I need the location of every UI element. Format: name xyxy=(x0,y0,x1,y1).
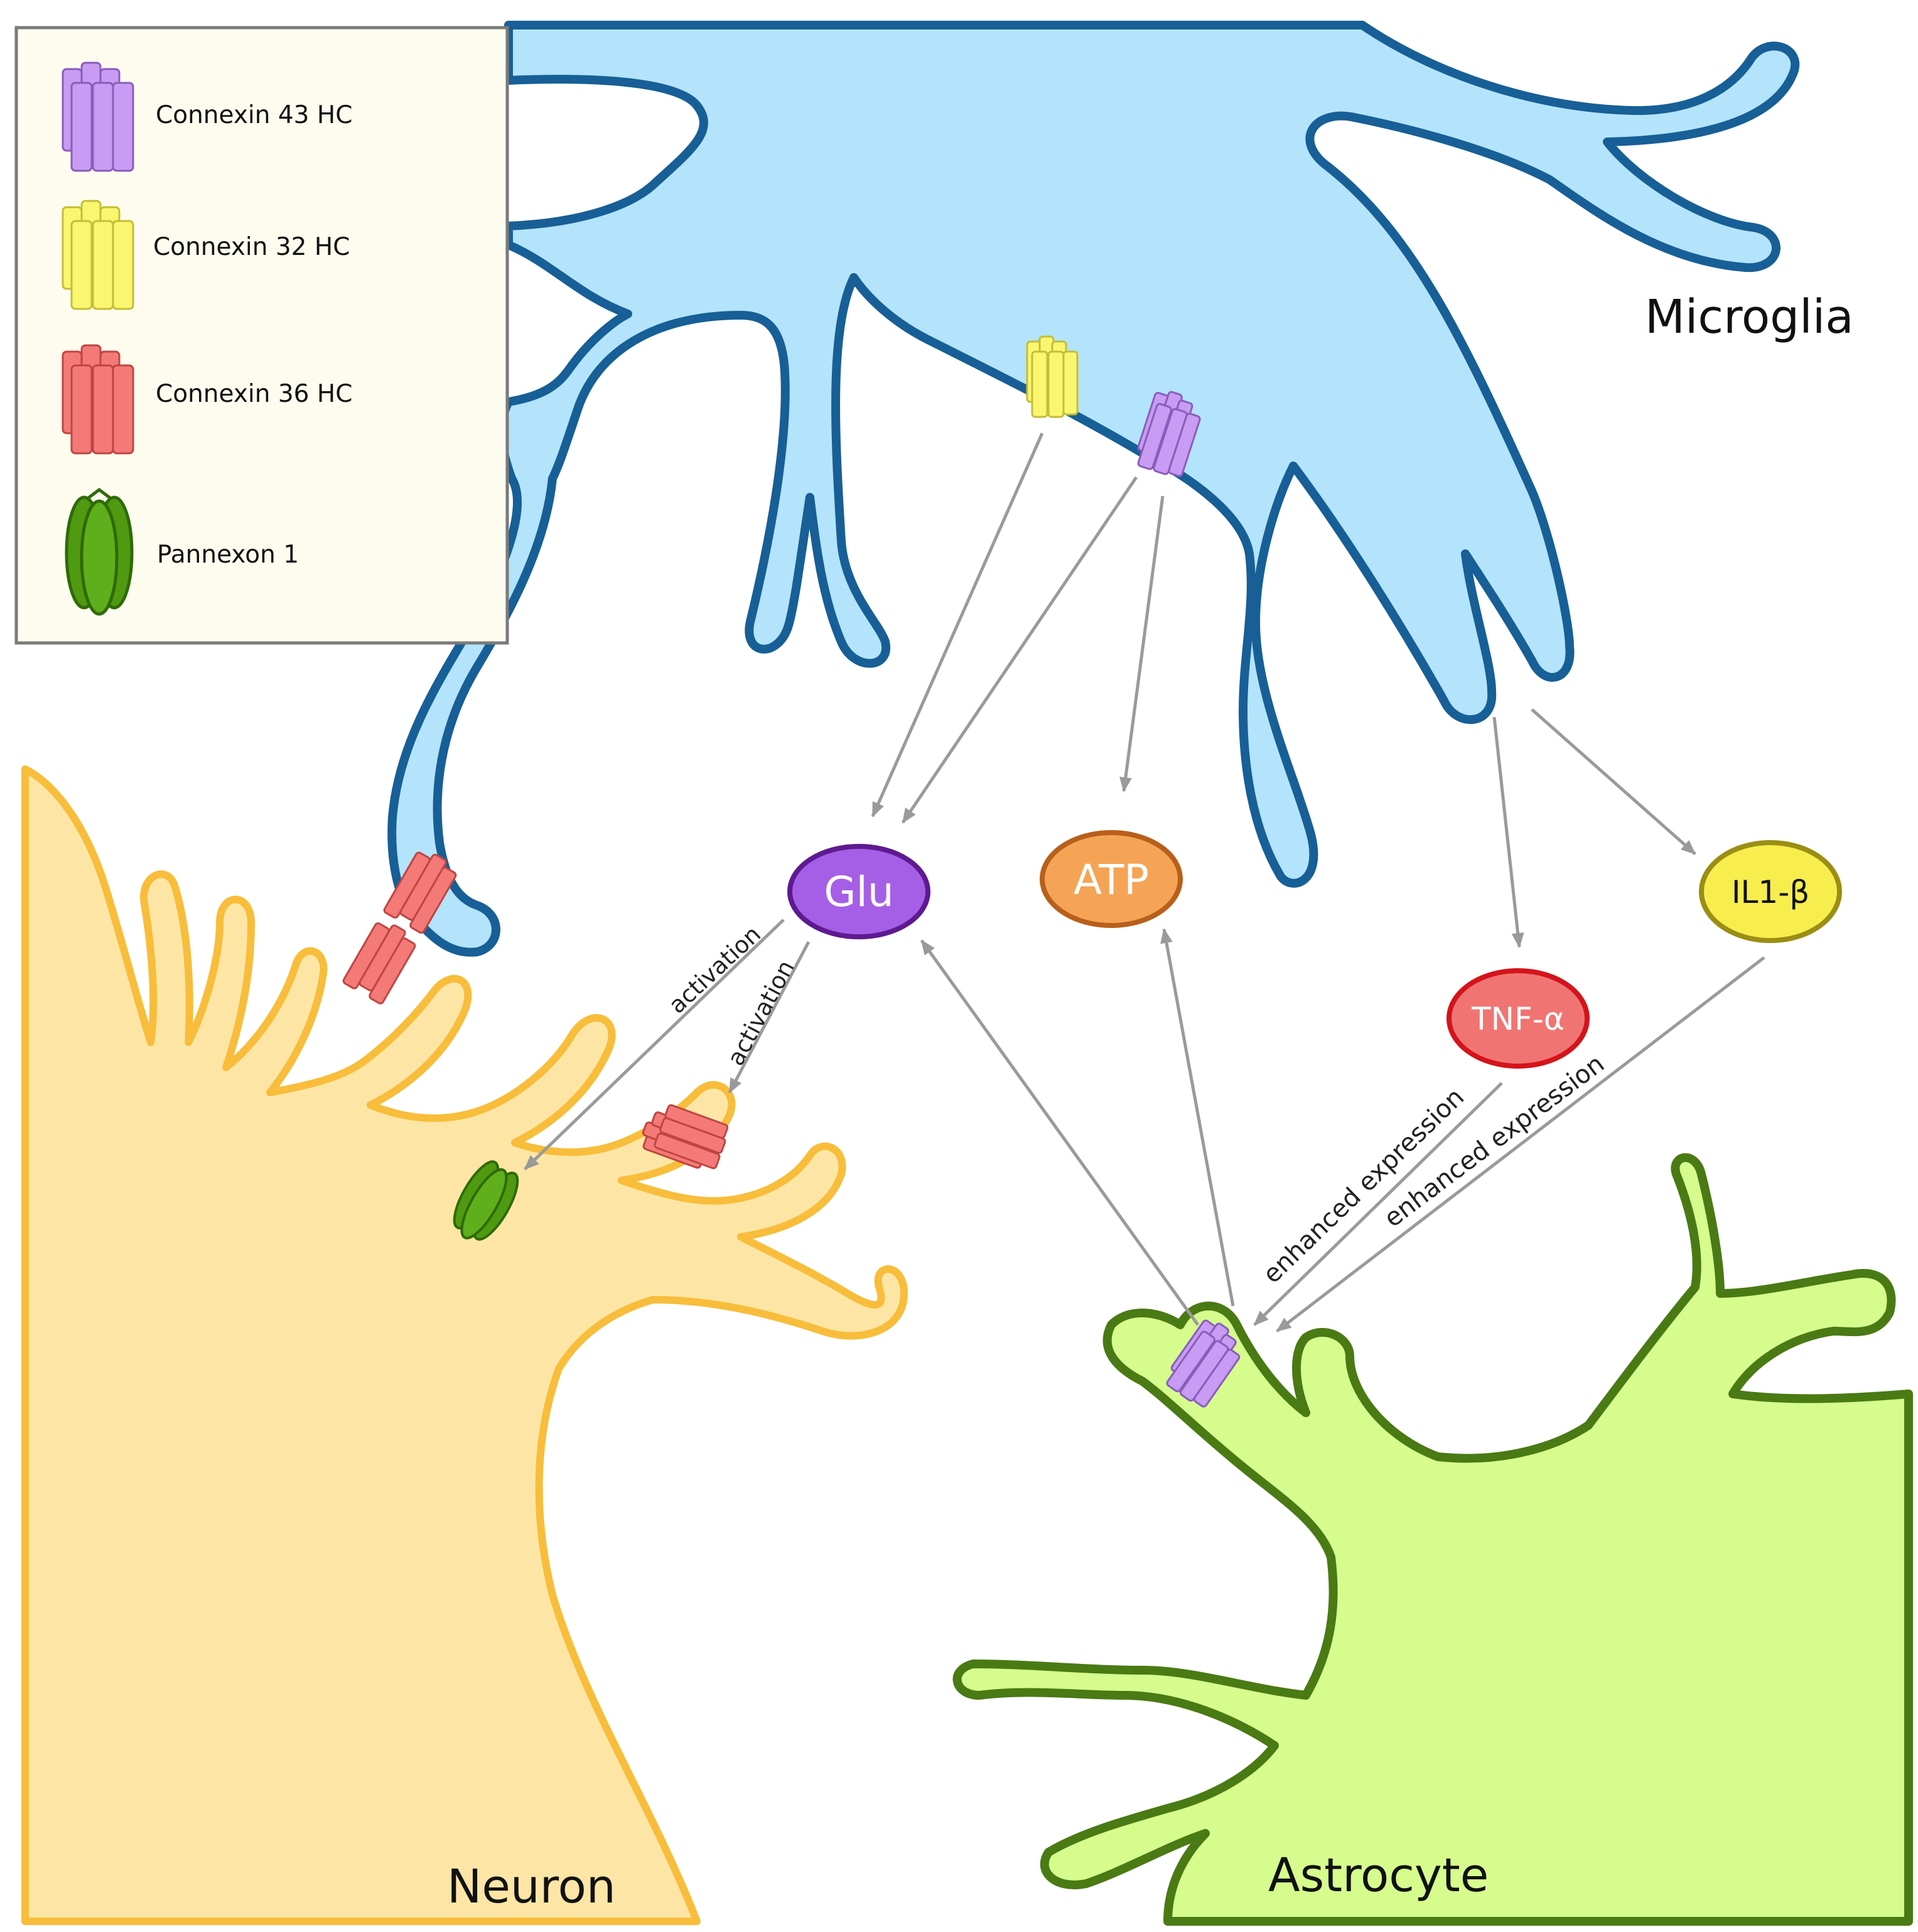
neuron-membrane xyxy=(21,765,908,1925)
legend-label-cx43: Connexin 43 HC xyxy=(156,101,352,129)
node-atp-label: ATP xyxy=(1074,856,1149,904)
arrow-glu-to-pannexon xyxy=(524,919,785,1170)
legend-label-panx1: Pannexon 1 xyxy=(157,541,299,569)
microglia: Microglia xyxy=(387,21,1854,957)
pannexon-1-icon xyxy=(65,487,134,616)
arrow-microglia-to-il1b xyxy=(1531,708,1696,855)
neuron-cx36-channel-icon xyxy=(642,1104,729,1170)
arrow-cx43-to-atp xyxy=(1119,495,1165,792)
neuron: Neuron xyxy=(21,765,908,1925)
node-atp: ATP xyxy=(1040,830,1183,928)
node-tnf: TNF-α xyxy=(1447,968,1590,1069)
node-glu-ellipse xyxy=(787,844,930,939)
node-il1b: IL1-β xyxy=(1699,840,1842,943)
node-il1b-label: IL1-β xyxy=(1732,874,1809,910)
legend: Connexin 43 HC Connexin 32 HC Connexin 3… xyxy=(14,26,509,645)
node-glu: Glu xyxy=(787,844,930,939)
arrows xyxy=(524,432,1765,1332)
arrow-il1b-to-astrocyte xyxy=(1276,956,1765,1332)
neuron-label: Neuron xyxy=(447,1860,616,1914)
arrow-cx43-to-glu xyxy=(901,476,1138,824)
microglia-cx43-channel-icon xyxy=(1137,391,1201,477)
arrow-glu-to-cx36 xyxy=(728,941,811,1094)
node-tnf-label: TNF-α xyxy=(1471,1001,1565,1037)
astrocyte-label: Astrocyte xyxy=(1268,1848,1489,1902)
node-tnf-ellipse xyxy=(1447,968,1590,1069)
arrow-astrocyte-to-atp xyxy=(1160,928,1235,1307)
astrocyte-cx43-channel-icon xyxy=(1166,1319,1241,1408)
node-atp-ellipse xyxy=(1040,830,1183,928)
microglia-neuron-cx36-channel-icon xyxy=(342,851,457,1005)
node-glu-label: Glu xyxy=(824,868,893,916)
arrow-astrocyte-to-glu xyxy=(920,939,1200,1326)
arrow-cx32-to-glu xyxy=(871,432,1044,818)
connexin-32-icon xyxy=(62,200,134,310)
arrow-tnf-to-astrocyte xyxy=(1253,1082,1503,1326)
connexin-43-icon xyxy=(62,62,134,172)
arrow-microglia-to-tnf xyxy=(1492,716,1524,948)
microglia-membrane xyxy=(387,21,1800,957)
node-il1b-ellipse xyxy=(1699,840,1842,943)
legend-label-cx36: Connexin 36 HC xyxy=(156,380,352,408)
neuron-pannexon-icon xyxy=(453,1160,519,1241)
legend-label-cx32: Connexin 32 HC xyxy=(153,233,350,261)
connexin-36-icon xyxy=(62,344,134,455)
microglia-cx32-channel-icon xyxy=(1026,335,1079,418)
microglia-label: Microglia xyxy=(1645,290,1854,344)
